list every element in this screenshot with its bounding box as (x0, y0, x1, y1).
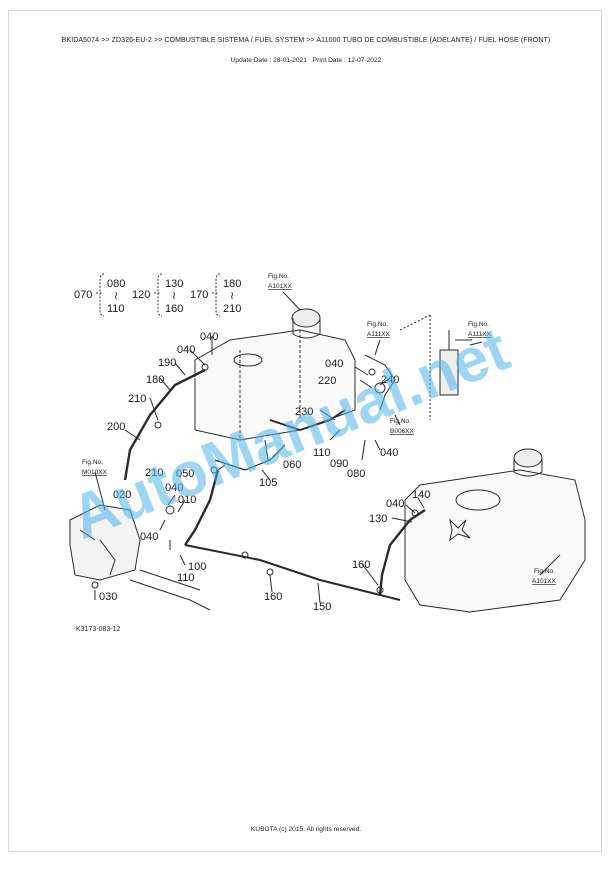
part-label[interactable]: 040 (140, 531, 158, 543)
part-callouts: 040 040 190 180 210 200 040 220 240 230 … (99, 331, 430, 613)
range-from: 180 (223, 278, 241, 290)
diagram-drawing (69, 291, 586, 613)
part-label[interactable]: 160 (352, 559, 370, 571)
range-tilde: ≀ (114, 290, 118, 302)
fuel-hose-left (123, 368, 206, 481)
part-label[interactable]: 180 (146, 374, 164, 386)
fig-prefix: Fig.No. (82, 459, 103, 466)
part-label[interactable]: 080 (347, 468, 365, 480)
fig-code: M010XX (82, 469, 108, 476)
range-start: 120 (132, 289, 150, 301)
fig-ref-top-tank[interactable]: Fig.No. A101XX (268, 273, 293, 290)
part-label[interactable]: 150 (313, 601, 331, 613)
date-line: Update Date : 28-01-2021 Print Date : 12… (0, 57, 612, 64)
part-label[interactable]: 190 (158, 357, 176, 369)
part-label[interactable]: 210 (128, 393, 146, 405)
range-to: 210 (223, 303, 241, 315)
part-label[interactable]: 010 (178, 494, 196, 506)
range-start: 070 (74, 289, 92, 301)
fig-prefix: Fig.No. (390, 418, 411, 425)
fig-code: A111XX (468, 331, 492, 338)
range-tilde: ≀ (172, 290, 176, 302)
part-label[interactable]: 090 (330, 458, 348, 470)
fig-code: A111XX (367, 331, 391, 338)
tank-cap-top (291, 308, 321, 328)
fuel-pipe-long (184, 544, 401, 601)
fuel-hose-front (184, 469, 220, 546)
fig-code: A101XX (532, 578, 557, 585)
tank-cap-lower (513, 448, 543, 468)
fig-code: A101XX (268, 283, 293, 290)
part-label[interactable]: 240 (381, 374, 399, 386)
part-label[interactable]: 230 (295, 406, 313, 418)
mount-bracket (69, 504, 141, 581)
range-to: 160 (165, 303, 183, 315)
part-label[interactable]: 110 (313, 447, 331, 459)
figure-code: K3173-083-12 (76, 626, 121, 633)
part-label[interactable]: 200 (107, 421, 125, 433)
range-group-3: 170 180 ≀ 210 (190, 273, 241, 317)
breadcrumb: BKIDA5074 >> ZD326-EU-2 >> COMBUSTIBLE S… (61, 37, 551, 44)
part-label[interactable]: 030 (99, 591, 117, 603)
part-label[interactable]: 210 (145, 467, 163, 479)
fig-ref-right-tank[interactable]: Fig.No. A101XX (532, 568, 557, 585)
part-label[interactable]: 040 (177, 344, 195, 356)
print-date: Print Date : 12-07-2022 (312, 57, 382, 64)
range-tilde: ≀ (230, 290, 234, 302)
fig-ref-filter-a[interactable]: Fig.No. A111XX (367, 321, 391, 338)
lower-tank-outline (404, 469, 586, 613)
part-label[interactable]: 160 (264, 591, 282, 603)
part-label[interactable]: 040 (165, 482, 183, 494)
part-label[interactable]: 140 (412, 489, 430, 501)
part-label[interactable]: 060 (283, 459, 301, 471)
fuel-hose-right (378, 509, 426, 596)
part-label[interactable]: 020 (113, 489, 131, 501)
update-date: Update Date : 28-01-2021 (230, 57, 307, 64)
part-label[interactable]: 040 (200, 331, 218, 343)
range-start: 170 (190, 289, 208, 301)
part-label[interactable]: 105 (259, 477, 277, 489)
part-label[interactable]: 040 (325, 358, 343, 370)
part-label[interactable]: 130 (369, 513, 387, 525)
fig-prefix: Fig.No. (534, 568, 555, 575)
fig-prefix: Fig.No. (468, 321, 489, 328)
fig-ref-mid[interactable]: Fig.No. B006XX (390, 418, 415, 435)
part-label[interactable]: 110 (177, 572, 195, 584)
range-from: 080 (107, 278, 125, 290)
part-label[interactable]: 040 (386, 498, 404, 510)
range-group-1: 070 080 ≀ 110 (74, 273, 125, 317)
page-border (8, 10, 602, 852)
part-label[interactable]: 220 (318, 375, 336, 387)
fig-ref-left[interactable]: Fig.No. M010XX (82, 459, 108, 476)
part-label[interactable]: 100 (188, 561, 206, 573)
fig-code: B006XX (390, 428, 415, 435)
fig-ref-filter-b[interactable]: Fig.No. A111XX (468, 321, 492, 338)
fuel-filter (439, 349, 459, 396)
fig-prefix: Fig.No. (367, 321, 388, 328)
range-group-2: 120 130 ≀ 160 (132, 273, 183, 317)
fig-prefix: Fig.No. (268, 273, 289, 280)
part-label[interactable]: 040 (380, 447, 398, 459)
copyright-footer: KUBOTA (c) 2015. All rights reserved. (250, 826, 362, 833)
range-from: 130 (165, 278, 183, 290)
range-to: 110 (107, 303, 125, 315)
part-label[interactable]: 050 (176, 468, 194, 480)
